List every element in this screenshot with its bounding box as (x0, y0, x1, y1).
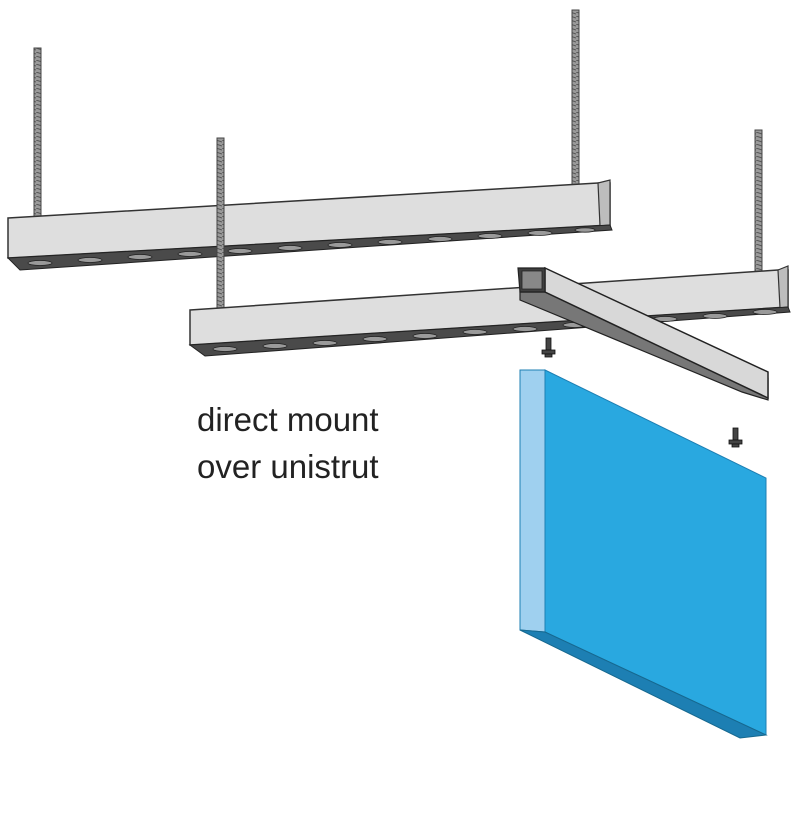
upper-unistrut (6, 179, 613, 271)
panel-front (544, 369, 767, 736)
panel-side (519, 369, 546, 633)
caption-line-1: direct mount (197, 401, 379, 438)
threaded-rod (216, 137, 225, 311)
panel-bottom (519, 629, 768, 739)
screw-icon (728, 427, 743, 448)
threaded-rod (33, 47, 42, 219)
threaded-rod (571, 9, 580, 189)
screw-icon (541, 337, 556, 358)
cross-rail (517, 266, 769, 401)
caption-line-2: over unistrut (197, 448, 379, 485)
diagram-caption: direct mount over unistrut (197, 396, 379, 490)
threaded-rod (754, 129, 763, 273)
acoustic-panel (519, 369, 768, 739)
